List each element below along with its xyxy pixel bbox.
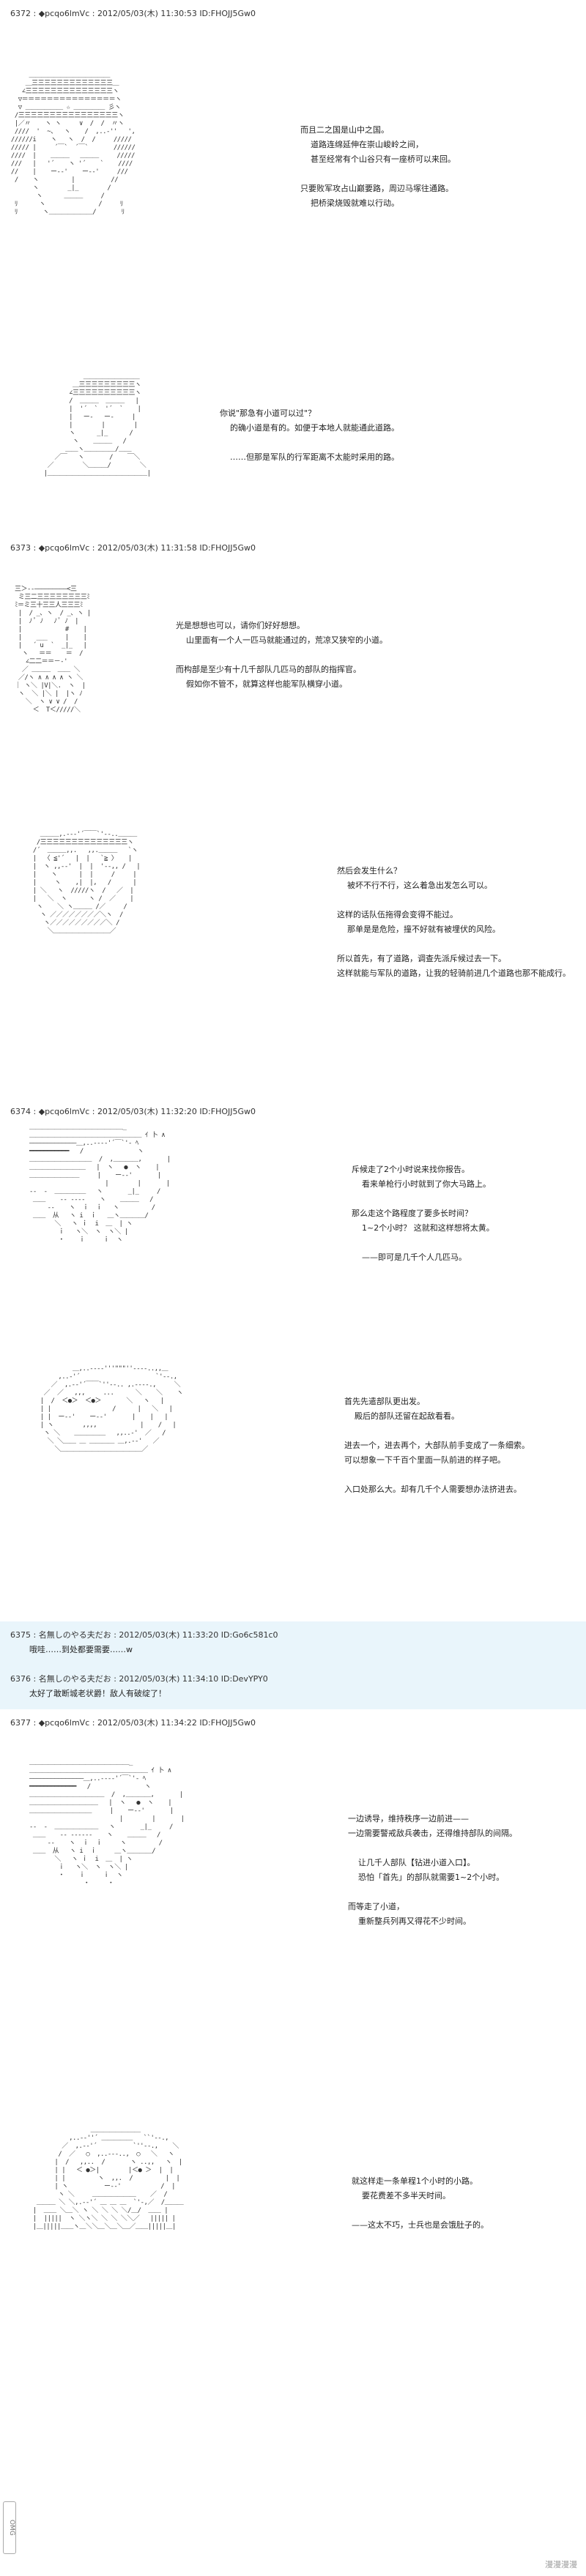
narration-line: 道路连绵延伸在崇山峻岭之间， — [311, 140, 423, 149]
ascii-art: ＿＿＿＿＿＿＿＿＿＿＿＿＿＿＿_ ＿＿＿＿＿＿＿＿＿＿＿＿＿＿＿＿＿＿ ｲ 卜 … — [29, 1124, 171, 1244]
watermark: 漫漫漫漫 — [545, 2560, 577, 2569]
narration-line: ……但那是军队的行军距离不太能时采用的路。 — [230, 452, 399, 462]
post-header: 6374 : ◆pcqo6lmVc : 2012/05/03(木) 11:32:… — [10, 1107, 256, 1116]
narration-line: 进去一个，进去再个，大部队前手变成了一条细索。 — [344, 1441, 530, 1450]
narration-block: 你说"那急有小道可以过"？ 的确小道是有的。如便于本地人就能通此道路。 ……但那… — [220, 406, 399, 465]
narration-block: 而且二之国是山中之国。 道路连绵延伸在崇山峻岭之间， 甚至经常有个山谷只有一座桥… — [300, 123, 456, 211]
narration-line — [176, 648, 387, 662]
post-header: 6373 : ◆pcqo6lmVc : 2012/05/03(木) 11:31:… — [10, 543, 256, 553]
narration-line: 入口处那么大。却有几千个人需要想办法挤进去。 — [344, 1485, 522, 1494]
ascii-art: ＿＿＿＿＿＿＿＿＿＿＿＿＿＿＿＿_ ＿＿＿＿＿＿＿＿＿＿＿＿＿＿＿＿＿＿＿ ｲ … — [29, 1759, 185, 1887]
narration-line: ——即可是几千个人几匹马。 — [362, 1252, 467, 1262]
narration-line: 重新整兵列再又得花不少时间。 — [358, 1916, 471, 1926]
narration-block: 就这样走一条单程1个小时的小路。 要花费差不多半天时间。 ——这太不巧，士兵也是… — [352, 2174, 489, 2233]
narration-line — [348, 1885, 517, 1900]
narration-line — [352, 1192, 494, 1206]
narration-line: 的确小道是有的。如便于本地人就能通此道路。 — [230, 423, 399, 433]
narration-line: ——这太不巧，士兵也是会饿肚子的。 — [352, 2220, 489, 2230]
post-body: 哦哇……到处都要需要……w — [29, 1645, 133, 1654]
ascii-art: ＿＿＿＿＿＿＿＿＿＿＿＿＿ ＿三三三三三三三三三三三三三＿ ∠三三三三三三三三三… — [10, 72, 136, 216]
narration-line: 被坏不行不行，这么着急出发怎么可以。 — [347, 881, 492, 890]
narration-line: 假如你不管不，就算这样也能军队横穿小道。 — [186, 679, 347, 689]
narration-line: 看来单枪行小时就到了你大马路上。 — [362, 1179, 491, 1189]
narration-line: 斥候走了2个小时说来找你报告。 — [352, 1165, 470, 1174]
narration-line: 要花费差不多半天时间。 — [362, 2191, 450, 2200]
narration-line: 殿后的部队还留在起敌看看。 — [355, 1411, 459, 1421]
ascii-art: ＿＿＿＿＿＿＿＿＿ ＿三三三三三三三三三ヽ ∠三三三三三三三三三三ヽ / ＿＿＿… — [43, 373, 151, 477]
narration-line: 1~2个小时？ 这就和这样想将太黄。 — [362, 1223, 494, 1233]
narration-line: 这样的话队伍拖得会变得不能过。 — [337, 910, 458, 919]
post-header: 6376 : 名無しのやる夫だお : 2012/05/03(木) 11:34:1… — [10, 1674, 268, 1684]
narration-line: 光是想想也可以，请你们好好想想。 — [176, 621, 305, 630]
post-body: 太好了敢断城老状爵！敌人有破绽了！ — [29, 1689, 166, 1698]
narration-line: 而构部是至少有十几千部队几匹马的部队的指挥官。 — [176, 665, 361, 674]
narration-line: 一边需要警戒敌兵袭击，还得维持部队的间隔。 — [348, 1829, 517, 1838]
post-6372: 6372 : ◆pcqo6lmVc : 2012/05/03(木) 11:30:… — [0, 0, 586, 534]
ascii-art: 三＞-‐―――――――――<三 ミ三二三三三三三三三三ﾐ ﾐ＝ミ三十三三人三三三… — [15, 586, 91, 714]
post-6373: 6373 : ◆pcqo6lmVc : 2012/05/03(木) 11:31:… — [0, 534, 586, 1098]
narration-line: 让几千人部队【钻进小道入口】。 — [358, 1858, 475, 1867]
post-6374: 6374 : ◆pcqo6lmVc : 2012/05/03(木) 11:32:… — [0, 1098, 586, 1621]
narration-line: 而等走了小道， — [348, 1902, 404, 1911]
narration-line — [352, 1236, 494, 1250]
narration-line — [352, 2203, 489, 2218]
narration-line: 一边诱导，维持秩序一边前进—— — [348, 1814, 469, 1823]
narration-line: 那单是是危险，撞不好就有被埋伏的风险。 — [347, 925, 500, 934]
post-header: 6375 : 名無しのやる夫だお : 2012/05/03(木) 11:33:2… — [10, 1630, 278, 1640]
narration-block: 斥候走了2个小时说来找你报告。 看来单枪行小时就到了你大马路上。 那么走这个路程… — [352, 1162, 494, 1265]
narration-line — [220, 436, 399, 450]
narration-block: 然后会发生什么？ 被坏不行不行，这么着急出发怎么可以。 这样的话队伍拖得会变得不… — [337, 864, 571, 981]
narration-line — [337, 893, 571, 908]
post-6376: 6376 : 名無しのやる夫だお : 2012/05/03(木) 11:34:1… — [0, 1665, 586, 1709]
narration-line: 那么走这个路程度了要多长时间？ — [352, 1209, 472, 1218]
narration-line: 你说"那急有小道可以过"？ — [220, 408, 316, 418]
post-6377: 6377 : ◆pcqo6lmVc : 2012/05/03(木) 11:34:… — [0, 1709, 586, 2576]
narration-line: 山里面有一个人一匹马就能通过的，荒凉又狭窄的小道。 — [186, 635, 387, 645]
narration-line: 这样就能与军队的道路，让我的轻骑前进几个道路也那不能成行。 — [337, 968, 571, 978]
narration-line — [300, 167, 456, 182]
ascii-art: ＿,..--‐‐'''"""''‐‐--..,,＿ ,..-'´ `'‐-., … — [40, 1365, 183, 1453]
narration-line: 就这样走一条单程1个小时的小路。 — [352, 2176, 478, 2186]
narration-line — [337, 937, 571, 952]
narration-line: 恐怕「首先」的部队就需要1~2个小时。 — [358, 1873, 505, 1882]
narration-line: 而且二之国是山中之国。 — [300, 125, 389, 135]
site-logo: OMG — [3, 2501, 16, 2554]
narration-block: 光是想想也可以，请你们好好想想。 山里面有一个人一匹马就能通过的，荒凉又狭窄的小… — [176, 619, 387, 692]
post-header: 6377 : ◆pcqo6lmVc : 2012/05/03(木) 11:34:… — [10, 1718, 256, 1728]
narration-line: 甚至经常有个山谷只有一座桥可以来回。 — [311, 154, 456, 164]
narration-line: 首先先遣部队更出发。 — [344, 1397, 425, 1406]
narration-block: 一边诱导，维持秩序一边前进—— 一边需要警戒敌兵袭击，还得维持部队的间隔。 让几… — [348, 1812, 517, 1929]
narration-line — [344, 1468, 530, 1482]
narration-line: 所以首先，有了道路，调查先派斥候过去一下。 — [337, 954, 506, 963]
ascii-art: ＿＿＿＿＿＿＿＿ ,..-‐''´ ＿＿＿＿＿ ``'‐-., ／ ,.-‐'´… — [32, 2127, 184, 2230]
narration-line: 然后会发生什么？ — [337, 866, 401, 876]
narration-block: 首先先遣部队更出发。 殿后的部队还留在起敌看看。 进去一个，进去再个，大部队前手… — [344, 1395, 530, 1497]
ascii-art: ＿＿＿,.--‐'´￣￣`'‐-..＿＿＿ /三三三三三三三三三三三三三三ヽ /… — [32, 831, 141, 935]
narration-line — [348, 1841, 517, 1856]
narration-line: 只要败军攻占山巅要路，周辺马塚往通路。 — [300, 184, 453, 193]
narration-line: 把桥梁烧毁就难以行动。 — [311, 198, 399, 208]
post-6375: 6375 : 名無しのやる夫だお : 2012/05/03(木) 11:33:2… — [0, 1621, 586, 1665]
narration-line — [344, 1424, 530, 1438]
narration-line: 可以想象一下千百个里面一队前进的样子吧。 — [344, 1455, 505, 1465]
post-header: 6372 : ◆pcqo6lmVc : 2012/05/03(木) 11:30:… — [10, 9, 256, 18]
